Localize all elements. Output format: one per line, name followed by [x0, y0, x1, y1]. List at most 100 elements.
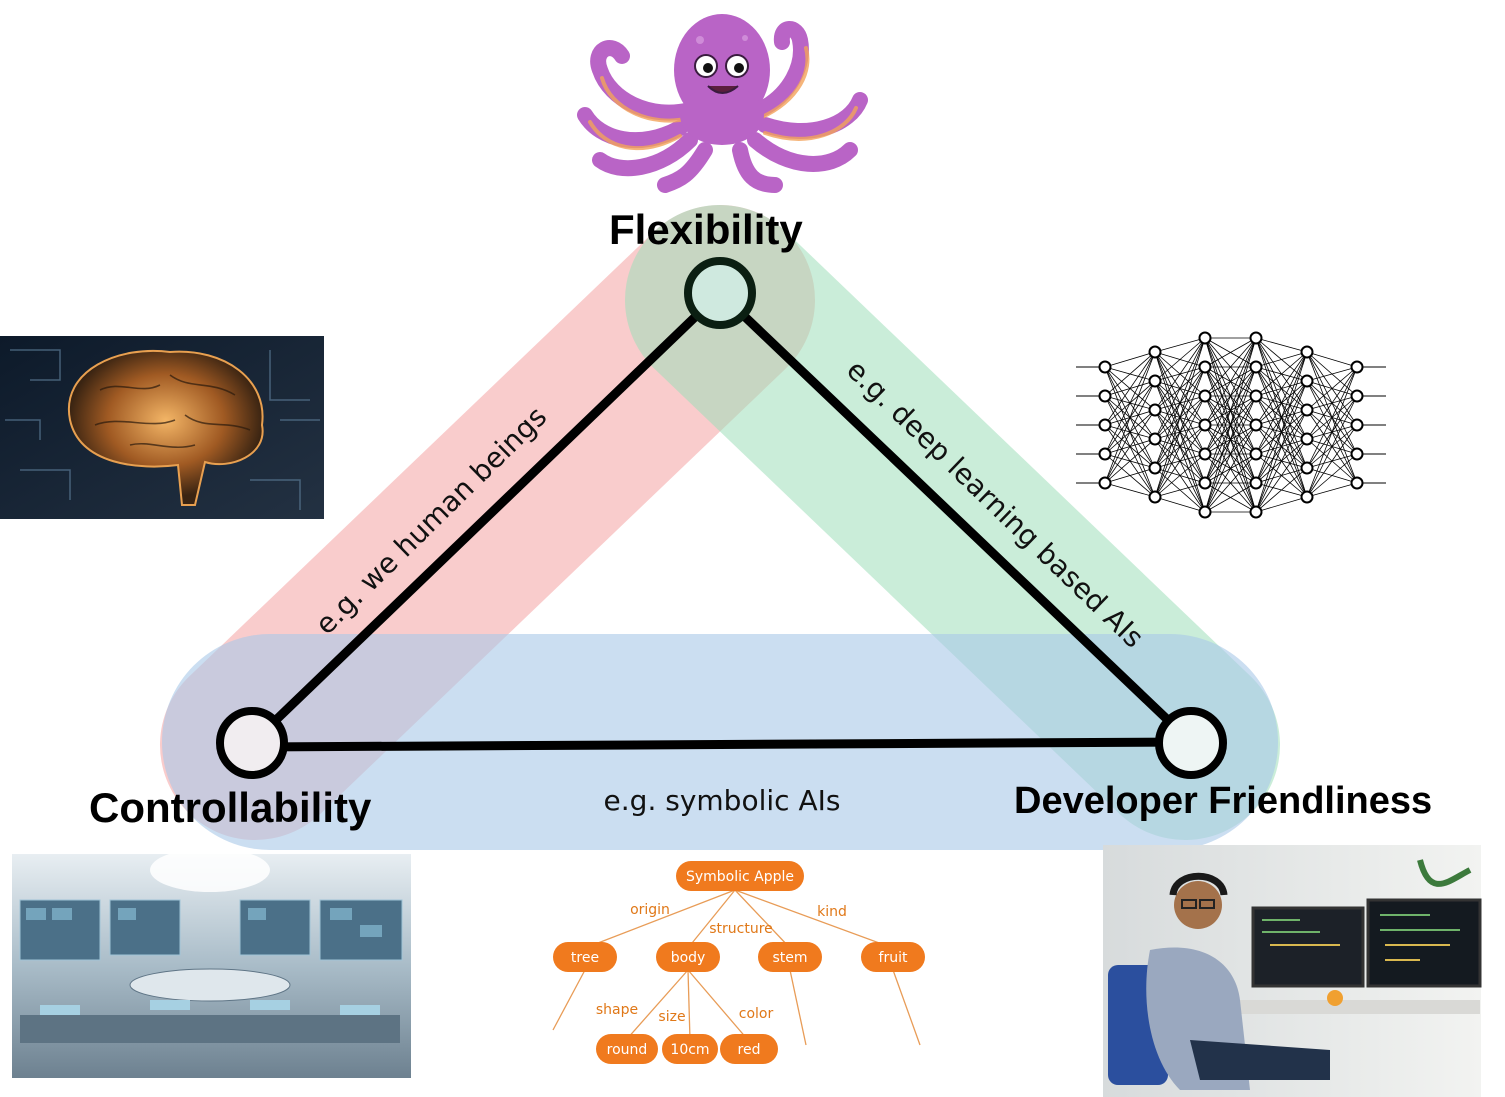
nn-connection: [1104, 438, 1156, 484]
vertex-left-node: [216, 707, 288, 779]
nn-connection: [1104, 409, 1156, 484]
nn-connection: [1154, 337, 1206, 440]
nn-connection: [1255, 351, 1308, 426]
vertex-label-top: Flexibility: [609, 206, 803, 253]
nn-connection: [1255, 496, 1308, 513]
svg-text:fruit: fruit: [879, 950, 908, 966]
nn-neuron: [1198, 360, 1212, 374]
nn-neuron: [1198, 476, 1212, 490]
nn-connection: [1104, 351, 1156, 426]
edge-label-bottom: e.g. symbolic AIs: [604, 784, 841, 817]
nn-connection: [1306, 395, 1358, 498]
nn-connection: [1204, 337, 1257, 426]
nn-connection: [1306, 366, 1358, 498]
nn-connection: [1306, 453, 1358, 498]
nn-connection: [1154, 337, 1206, 411]
nn-neuron: [1148, 490, 1162, 504]
nn-connection: [1255, 351, 1308, 455]
nn-neuron: [1098, 360, 1112, 374]
nn-connection: [1204, 337, 1257, 397]
nn-connection: [1255, 380, 1308, 513]
nn-connection: [1255, 351, 1308, 368]
nn-connection: [1306, 424, 1358, 498]
nn-neuron: [1098, 418, 1112, 432]
nn-neuron: [1198, 418, 1212, 432]
nn-neuron: [1249, 505, 1263, 519]
nn-connection: [1204, 424, 1257, 513]
vertex-top-node: [684, 257, 756, 329]
svg-text:tree: tree: [571, 950, 599, 966]
nn-neuron: [1350, 476, 1364, 490]
nn-connection: [1154, 337, 1206, 498]
svg-text:shape: shape: [596, 1002, 638, 1018]
nn-neuron: [1098, 389, 1112, 403]
nn-connection: [1154, 337, 1206, 469]
nn-connection: [1154, 395, 1206, 498]
svg-text:origin: origin: [630, 902, 670, 918]
band-group: [160, 205, 1280, 850]
nn-connection: [1255, 351, 1308, 397]
svg-text:10cm: 10cm: [670, 1042, 709, 1058]
nn-connection: [1104, 351, 1156, 368]
nn-neuron: [1198, 389, 1212, 403]
svg-text:body: body: [671, 950, 706, 966]
nn-connection: [1154, 424, 1206, 498]
svg-text:kind: kind: [817, 904, 847, 920]
nn-connection: [1255, 438, 1308, 513]
nn-neuron: [1249, 331, 1263, 345]
circuit-brain-image: [0, 336, 324, 519]
edge-right: [715, 288, 1197, 748]
nn-neuron: [1098, 476, 1112, 490]
svg-text:red: red: [738, 1042, 761, 1058]
nn-connection: [1154, 496, 1206, 513]
nn-connection: [1255, 351, 1308, 484]
nn-neuron: [1148, 374, 1162, 388]
nn-connection: [1306, 366, 1358, 382]
nn-neuron: [1350, 360, 1364, 374]
nn-neuron: [1249, 476, 1263, 490]
tree-child-nodes: tree body stem fruit: [553, 942, 925, 972]
nn-connection: [1204, 395, 1257, 513]
nn-neuron: [1350, 389, 1364, 403]
nn-connection: [1154, 482, 1206, 498]
nn-connection: [1204, 337, 1257, 455]
nn-connection: [1154, 453, 1206, 498]
nn-connection: [1204, 337, 1257, 484]
edge-left: [247, 288, 725, 748]
nn-connection: [1154, 337, 1206, 382]
nn-neuron: [1300, 403, 1314, 417]
nn-neuron: [1300, 432, 1314, 446]
symbolic-tree: Symbolic Apple tree body stem fruit roun…: [552, 861, 925, 1064]
nn-connection: [1255, 467, 1308, 513]
nn-neuron: [1249, 447, 1263, 461]
vertex-label-right: Developer Friendliness: [1014, 780, 1433, 822]
nn-connection: [1255, 351, 1308, 513]
svg-text:stem: stem: [772, 950, 807, 966]
nn-neuron: [1350, 418, 1364, 432]
nn-connection: [1104, 351, 1156, 455]
nn-neuron: [1300, 374, 1314, 388]
nn-connection: [1306, 366, 1358, 469]
tree-root-node: Symbolic Apple: [676, 861, 804, 891]
nn-connection: [1154, 366, 1206, 498]
nn-neuron: [1350, 447, 1364, 461]
nn-connection: [1204, 337, 1257, 368]
nn-neuron: [1300, 490, 1314, 504]
nn-neuron: [1098, 447, 1112, 461]
nn-neuron: [1249, 418, 1263, 432]
nn-connection: [1104, 380, 1156, 484]
nn-neuron: [1300, 345, 1314, 359]
nn-connection: [1104, 467, 1156, 484]
nn-connection: [1104, 351, 1156, 484]
nn-neuron: [1249, 389, 1263, 403]
nn-neuron: [1148, 345, 1162, 359]
svg-text:round: round: [607, 1042, 648, 1058]
tree-relation-labels: origin structure kind shape size color: [596, 902, 847, 1025]
edge-bottom: [247, 737, 1197, 752]
svg-text:size: size: [658, 1009, 685, 1025]
nn-neuron: [1148, 432, 1162, 446]
nn-connection: [1306, 351, 1358, 368]
nn-connection: [1255, 337, 1308, 353]
nn-neuron: [1198, 505, 1212, 519]
